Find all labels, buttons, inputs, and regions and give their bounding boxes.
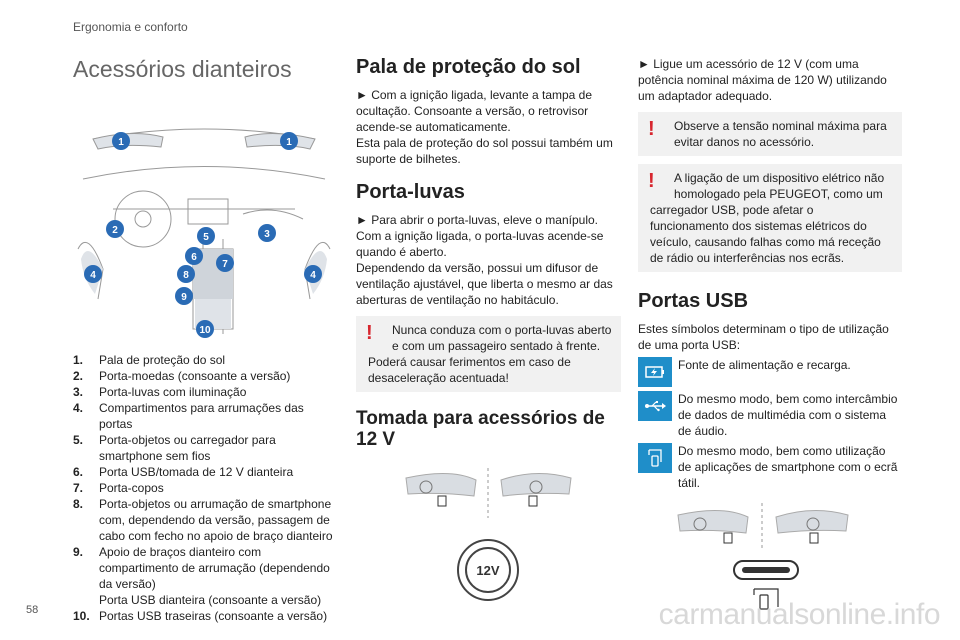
callout-6 — [185, 247, 203, 265]
legend-item: 3.Porta-luvas com iluminação — [73, 385, 247, 399]
svg-text:4: 4 — [310, 270, 316, 281]
svg-text:3: 3 — [264, 229, 270, 240]
svg-text:4: 4 — [90, 270, 96, 281]
svg-text:2: 2 — [112, 225, 118, 236]
usb-marker-icon — [809, 532, 819, 544]
warning-icon: ! — [648, 118, 655, 140]
callout-1-right — [280, 132, 298, 150]
section-title-front-accessories: Acessórios dianteiros — [73, 56, 292, 82]
column-front-accessories: Acessórios dianteiros 1 1 2 — [73, 56, 335, 624]
callout-10 — [196, 320, 214, 338]
glovebox-instruction: ► Para abrir o porta-luvas, eleve o maní… — [356, 213, 598, 227]
heading-sun-visor: Pala de proteção do sol — [356, 56, 581, 78]
callout-8 — [177, 265, 195, 283]
legend-item: 7.Porta-copos — [73, 481, 164, 495]
svg-text:1: 1 — [118, 137, 124, 148]
callout-9 — [175, 287, 193, 305]
svg-text:10: 10 — [199, 325, 211, 336]
svg-text:5: 5 — [203, 232, 209, 243]
heading-usb-ports: Portas USB — [638, 290, 749, 312]
legend-item: Porta USB dianteira (consoante a versão) — [99, 593, 322, 607]
legend-item: 10.Portas USB traseiras (consoante a ver… — [73, 609, 328, 623]
page-number: 58 — [26, 604, 39, 616]
legend-item: 2.Porta-moedas (consoante a versão) — [73, 369, 291, 383]
sun-visor-note: Esta pala de proteção do sol possui tamb… — [356, 136, 613, 166]
callout-3 — [258, 224, 276, 242]
glovebox-vent-note: Dependendo da versão, possui um difusor … — [356, 261, 613, 307]
callout-1-left — [112, 132, 130, 150]
steering-wheel-icon — [529, 480, 543, 494]
svg-text:9: 9 — [181, 292, 187, 303]
warning-icon: ! — [648, 170, 655, 192]
legend-list: 1.Pala de proteção do sol 2.Porta-moedas… — [73, 352, 335, 624]
callout-4-right — [304, 265, 322, 283]
watermark: carmanualsonline.info — [658, 598, 941, 631]
glovebox-light-note: Com a ignição ligada, o porta-luvas acen… — [356, 229, 604, 259]
socket-instruction: ► Ligue um acessório de 12 V (com uma po… — [638, 57, 887, 103]
heading-glovebox: Porta-luvas — [356, 181, 465, 203]
steering-wheel-icon — [693, 517, 707, 531]
voltage-warning: ! Observe a tensão nominal máxima para e… — [638, 112, 902, 156]
legend-item: 8.Porta-objetos ou arrumação de smartpho… — [73, 497, 333, 543]
running-header: Ergonomia e conforto — [73, 20, 188, 34]
usb-type-charging: Fonte de alimentação e recarga. — [638, 357, 902, 387]
heading-12v-socket: Tomada para acessórios de 12 V — [356, 408, 605, 450]
socket-location-illustration: 12V — [405, 468, 572, 601]
car-interior-illustration: 1 1 2 3 4 4 5 6 7 8 9 10 — [77, 128, 331, 338]
steering-wheel-icon — [806, 517, 820, 531]
smartphone-mirror-icon — [638, 443, 672, 473]
legend-item: 4.Compartimentos para arrumações das por… — [73, 401, 304, 431]
usb-marker-icon — [723, 532, 733, 544]
usb-location-illustration — [677, 503, 849, 610]
usb-symbol-icon — [638, 391, 672, 421]
legend-item: 5.Porta-objetos ou carregador para smart… — [73, 433, 276, 463]
usb-type-data: Do mesmo modo, bem como intercâmbio de d… — [638, 391, 902, 439]
svg-text:7: 7 — [222, 259, 228, 270]
legend-item: 9.Apoio de braços dianteiro com comparti… — [73, 545, 330, 591]
svg-text:8: 8 — [183, 270, 189, 281]
legend-item: 1.Pala de proteção do sol — [73, 353, 226, 367]
steering-wheel-icon — [419, 480, 433, 494]
callout-7 — [216, 254, 234, 272]
usb-type-mirroring: Do mesmo modo, bem como utilização de ap… — [638, 443, 902, 491]
12v-socket-label: 12V — [476, 563, 499, 578]
glovebox-warning: ! Nunca conduza com o porta-luvas aberto… — [356, 316, 621, 392]
sun-visor-instruction: ► Com a ignição ligada, levante a tampa … — [356, 88, 593, 134]
legend-item: 6.Porta USB/tomada de 12 V dianteira — [73, 465, 294, 479]
column-sunvisor-glovebox: Pala de proteção do sol ► Com a ignição … — [356, 56, 621, 613]
svg-text:6: 6 — [191, 252, 197, 263]
socket-marker-icon — [437, 495, 447, 507]
usb-intro: Estes símbolos determinam o tipo de util… — [638, 322, 889, 352]
device-warning: ! A ligação de um dispositivo elétrico n… — [638, 164, 902, 272]
svg-text:1: 1 — [286, 137, 292, 148]
callout-5 — [197, 227, 215, 245]
callout-2 — [106, 220, 124, 238]
charging-battery-icon — [638, 357, 672, 387]
socket-marker-icon — [528, 495, 538, 507]
column-usb-ports: ► Ligue um acessório de 12 V (com uma po… — [638, 56, 902, 620]
callout-markers: 1 1 2 3 4 4 5 6 7 8 9 10 — [84, 132, 322, 338]
warning-icon: ! — [366, 322, 373, 344]
smartphone-mirror-icon — [753, 588, 779, 607]
callout-4-left — [84, 265, 102, 283]
